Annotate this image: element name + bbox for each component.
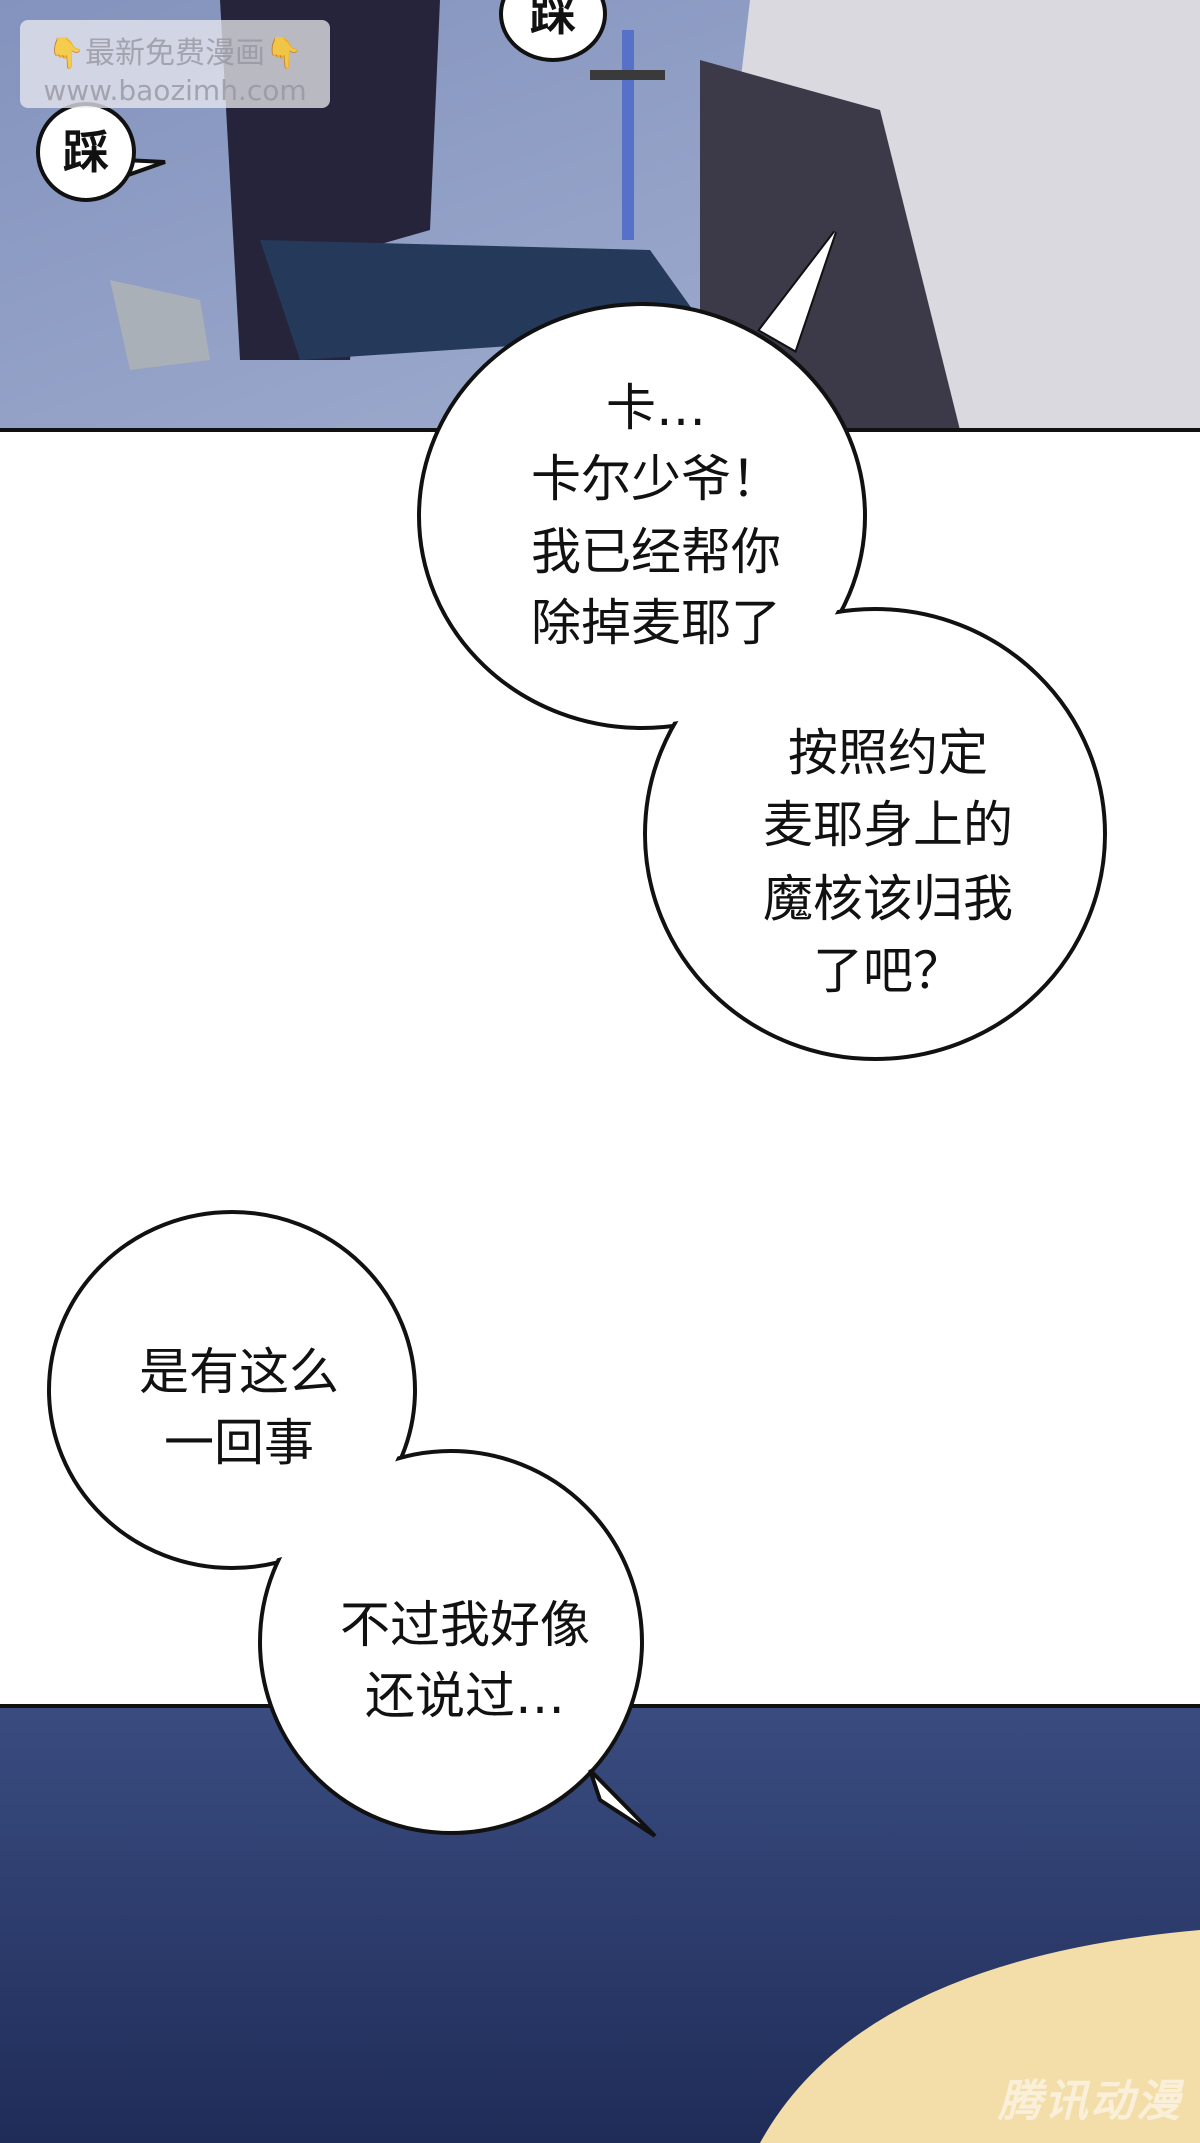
bubble-1-line: 除掉麦耶了 (531, 594, 781, 652)
bubble-2-line: 麦耶身上的 (763, 796, 1013, 854)
watermark-title: 👇最新免费漫画👇 (47, 36, 303, 71)
speech-bubble-group-2 (47, 1210, 657, 1838)
sfx-bubble: 踩 (499, 0, 607, 62)
bubble-4-line: 还说过… (365, 1667, 565, 1725)
bubble-2-line: 魔核该归我 (763, 870, 1013, 928)
bubble-1-line: 我已经帮你 (531, 523, 781, 581)
publisher-logo: 腾讯动漫 (998, 2076, 1182, 2127)
bubble-1-line: 卡… (606, 379, 706, 437)
bubble-3-line: 是有这么 (139, 1343, 339, 1401)
sfx-text: 踩 (63, 125, 109, 179)
bubble-4-line: 不过我好像 (340, 1596, 590, 1654)
sfx-bubble: 踩 (36, 102, 166, 202)
watermark: 👇最新免费漫画👇 www.baozimh.com (20, 20, 330, 108)
bubble-2-line: 按照约定 (788, 724, 988, 782)
sfx-text: 踩 (530, 0, 576, 41)
speech-bubble-group-1 (417, 230, 1107, 1061)
bubble-3-line: 一回事 (164, 1414, 314, 1472)
bubble-1-line: 卡尔少爷！ (531, 450, 781, 508)
bubble-2-line: 了吧？ (813, 942, 963, 1000)
watermark-url: www.baozimh.com (43, 74, 307, 107)
